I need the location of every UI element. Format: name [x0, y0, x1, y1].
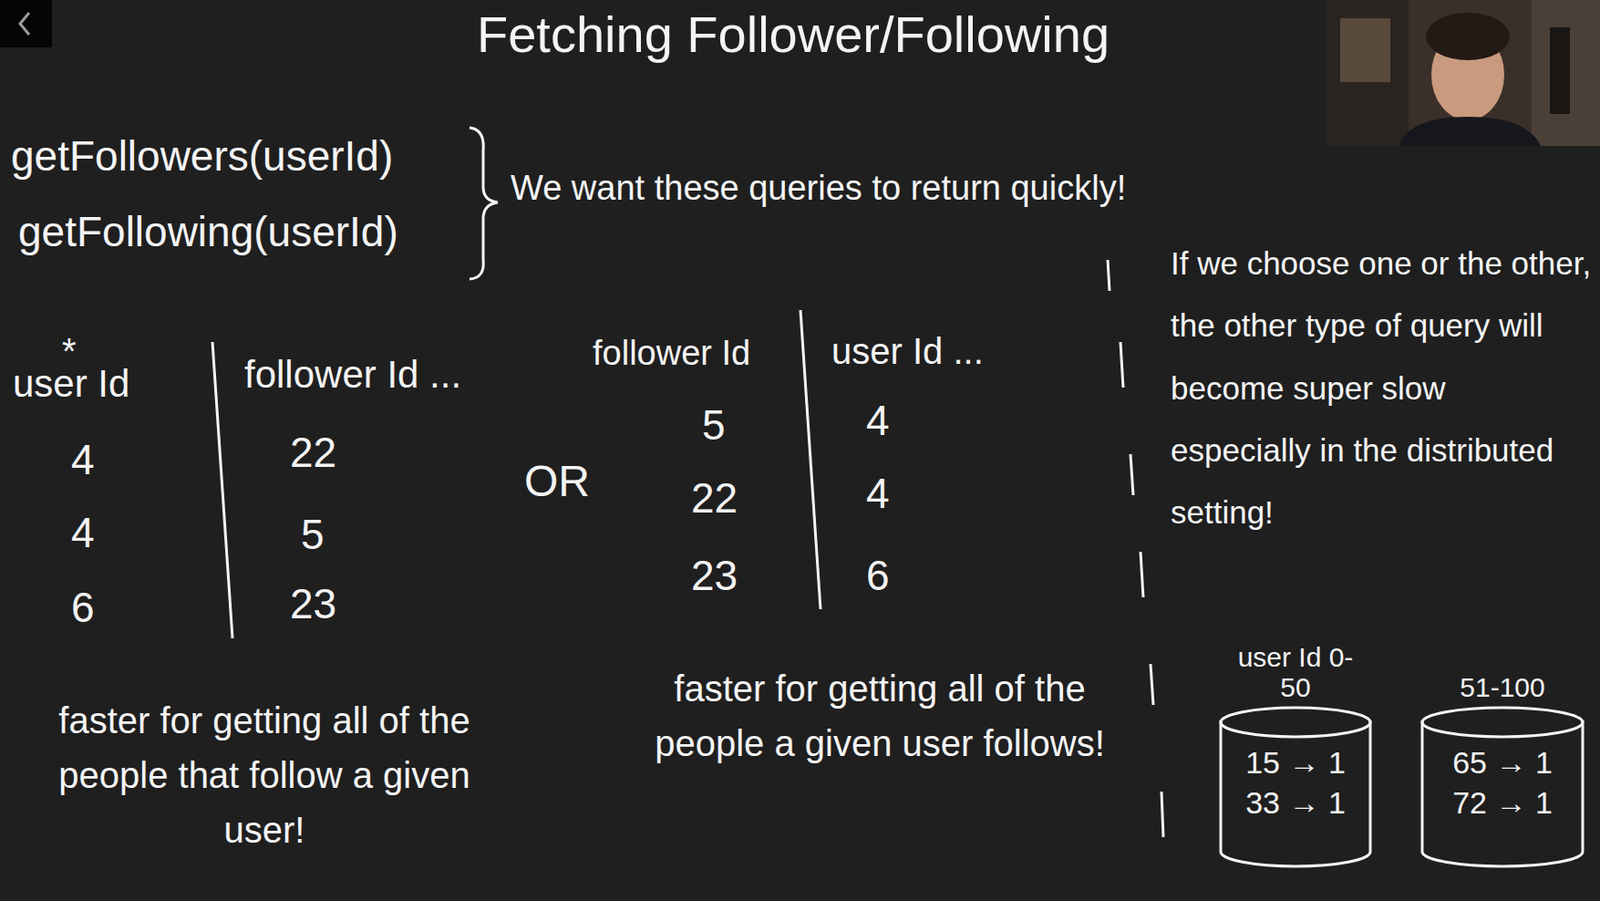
table-cell: 4 — [866, 469, 890, 518]
database-cylinder: 51-10065 → 172 → 1 — [1418, 636, 1587, 868]
shard-range: user Id 0-50 — [1217, 636, 1374, 702]
curly-brace — [469, 127, 498, 279]
table-cell: 4 — [71, 508, 95, 558]
table-cell: 4 — [71, 435, 95, 485]
table-cell: 4 — [866, 396, 890, 445]
diagram-title: Fetching Follower/Following — [476, 5, 1110, 64]
back-chevron — [20, 12, 30, 35]
table-cell: 5 — [300, 510, 325, 559]
column-header: user Id ... — [831, 330, 984, 372]
table-divider — [800, 309, 821, 610]
back-button — [0, 0, 52, 48]
or-label: OR — [524, 455, 590, 506]
column-header: follower Id — [592, 333, 751, 374]
table-cell: 6 — [866, 551, 890, 600]
note-text: We want these queries to return quickly! — [510, 168, 1126, 209]
shard-entry: 15 → 1 — [1217, 742, 1374, 783]
shard-range-text: 51-100 — [1459, 671, 1545, 702]
table-cell: 23 — [289, 579, 337, 629]
method-signature: getFollowers(userId) — [10, 132, 393, 181]
table-cell: 5 — [701, 401, 726, 450]
shard-entry: 33 → 1 — [1217, 782, 1374, 823]
column-header: user Id — [12, 361, 130, 406]
shard-entry: 65 → 1 — [1418, 742, 1587, 783]
cylinder-body: 15 → 133 → 1 — [1217, 705, 1374, 868]
table-cell: 6 — [71, 583, 95, 632]
database-cylinder: user Id 0-5015 → 133 → 1 — [1217, 636, 1374, 868]
dashed-separator — [1107, 259, 1164, 837]
shard-range-text: user Id 0-50 — [1236, 641, 1355, 702]
column-header: follower Id ... — [244, 352, 462, 397]
presenter-video — [1326, 0, 1600, 146]
table-cell: 22 — [691, 474, 738, 523]
cylinder-body: 65 → 172 → 1 — [1418, 705, 1587, 868]
table-cell: 23 — [691, 551, 738, 600]
shard-range: 51-100 — [1418, 636, 1587, 702]
note-text: faster for getting all of the people tha… — [41, 692, 488, 857]
note-text: If we choose one or the other, the other… — [1170, 232, 1592, 544]
method-signature: getFollowing(userId) — [18, 207, 399, 257]
table-cell: 22 — [289, 428, 337, 477]
note-text: faster for getting all of the people a g… — [651, 660, 1108, 771]
table-divider — [212, 341, 233, 639]
shard-entry: 72 → 1 — [1418, 782, 1587, 823]
